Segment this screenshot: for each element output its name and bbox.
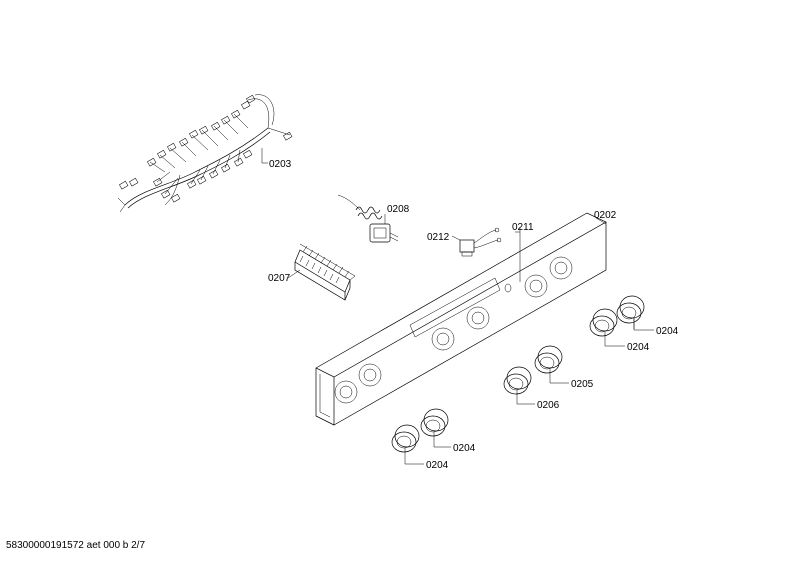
wiring-harness — [117, 94, 293, 213]
thermostat — [337, 194, 399, 243]
knob-0204-left-front — [391, 424, 420, 453]
terminal-block — [287, 243, 356, 301]
knob-0204-right-front — [589, 308, 618, 337]
knob-0204-left-back — [420, 408, 449, 437]
panel-knob-holes — [334, 256, 573, 404]
label-0205: 0205 — [571, 379, 594, 390]
label-0203: 0203 — [269, 159, 292, 170]
label-0204-left-back: 0204 — [453, 443, 476, 454]
label-0204-right-front: 0204 — [627, 342, 650, 353]
label-0211: 0211 — [512, 222, 534, 233]
label-0202: 0202 — [594, 210, 617, 221]
knob-0204-right-back — [616, 295, 645, 329]
label-0207: 0207 — [268, 273, 291, 284]
label-0204-left-front: 0204 — [426, 460, 449, 471]
knob-0206 — [503, 366, 532, 395]
knob-0205 — [534, 345, 563, 374]
document-footer: 58300000191572 aet 000 b 2/7 — [6, 540, 146, 551]
label-0208: 0208 — [387, 204, 410, 215]
switch-part — [451, 227, 502, 257]
control-panel — [315, 212, 607, 426]
label-0204-right-back: 0204 — [656, 326, 679, 337]
label-0206: 0206 — [537, 400, 560, 411]
label-0212: 0212 — [427, 232, 450, 243]
